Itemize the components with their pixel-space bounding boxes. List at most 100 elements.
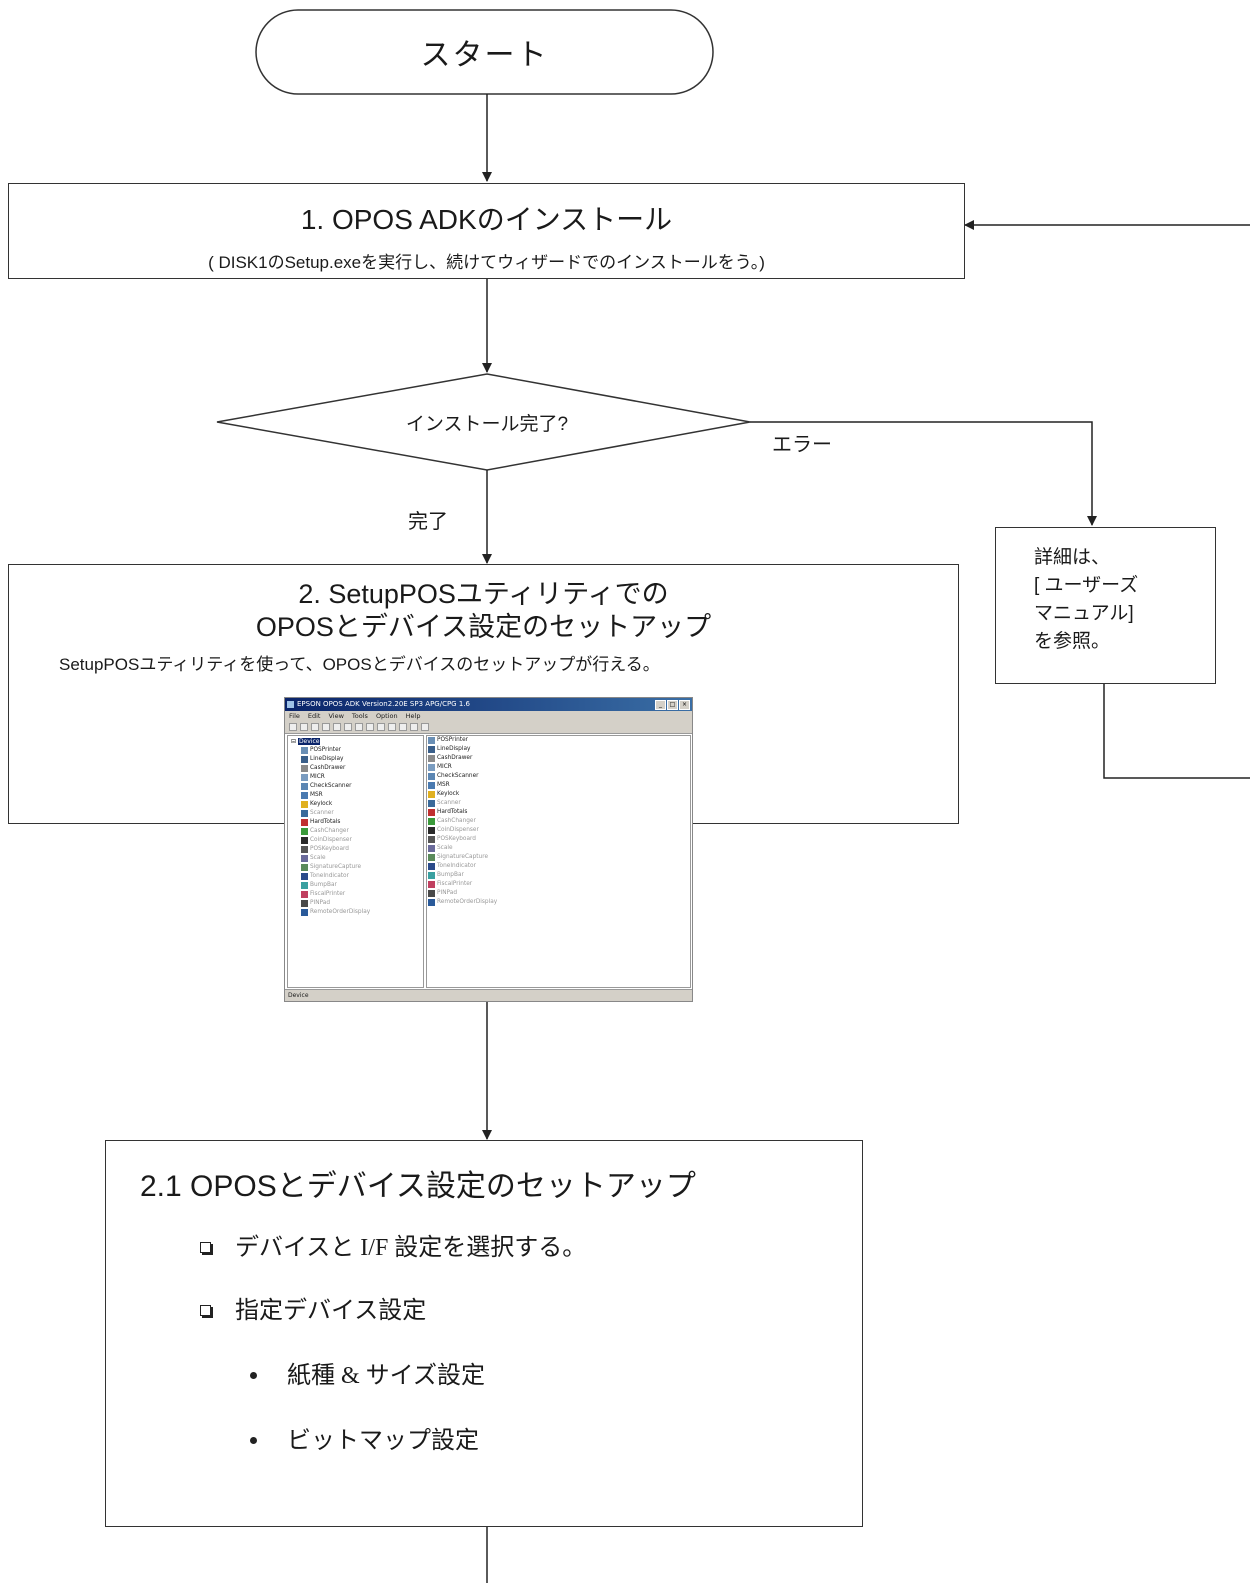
toolbar-icon bbox=[311, 723, 319, 731]
screenshot-menubar: File Edit View Tools Option Help bbox=[285, 711, 692, 721]
device-icon bbox=[301, 810, 308, 817]
start-terminal-shape bbox=[255, 9, 714, 95]
device-label: Scanner bbox=[310, 810, 334, 816]
device-icon bbox=[428, 746, 435, 753]
list-device-item: Keylock bbox=[427, 790, 690, 799]
device-icon bbox=[301, 900, 308, 907]
list-device-item: Scale bbox=[427, 844, 690, 853]
device-label: Keylock bbox=[310, 801, 333, 807]
error-info-box: 詳細は、 [ ユーザーズ マニュアル] を参照。 bbox=[995, 527, 1216, 684]
device-label: ToneIndicator bbox=[437, 863, 476, 869]
device-icon bbox=[428, 791, 435, 798]
device-icon bbox=[301, 819, 308, 826]
step2-title-line1: 2. SetupPOSユティリティでの bbox=[298, 579, 669, 609]
device-icon bbox=[301, 909, 308, 916]
device-icon bbox=[301, 828, 308, 835]
maximize-icon: □ bbox=[667, 700, 678, 710]
device-label: POSPrinter bbox=[437, 737, 469, 743]
device-icon bbox=[428, 809, 435, 816]
list-device-item: HardTotals bbox=[427, 808, 690, 817]
device-icon bbox=[428, 836, 435, 843]
toolbar-icon bbox=[289, 723, 297, 731]
device-label: CashChanger bbox=[310, 828, 349, 834]
device-icon bbox=[428, 755, 435, 762]
error-info-line: [ ユーザーズ bbox=[1034, 575, 1139, 596]
device-icon bbox=[301, 774, 308, 781]
tree-device-item: CoinDispenser bbox=[288, 836, 423, 845]
device-icon bbox=[428, 800, 435, 807]
device-label: CheckScanner bbox=[310, 783, 352, 789]
list-device-item: CashDrawer bbox=[427, 754, 690, 763]
list-device-item: RemoteOrderDisplay bbox=[427, 898, 690, 907]
error-info-line: マニュアル] bbox=[1034, 603, 1134, 624]
step21-bullet-item: 紙種 & サイズ設定 bbox=[106, 1325, 862, 1390]
list-device-item: MICR bbox=[427, 763, 690, 772]
tree-device-item: POSPrinter bbox=[288, 746, 423, 755]
tree-device-item: ToneIndicator bbox=[288, 872, 423, 881]
tree-device-item: CashChanger bbox=[288, 827, 423, 836]
device-label: CashDrawer bbox=[310, 765, 346, 771]
menu-item: View bbox=[328, 712, 344, 720]
device-icon bbox=[428, 737, 435, 744]
arrow-decision-to-error-box bbox=[750, 421, 1097, 526]
list-device-item: CashChanger bbox=[427, 817, 690, 826]
step21-checklist-item: デバイスと I/F 設定を選択する。 bbox=[106, 1205, 862, 1262]
menu-item: Help bbox=[405, 712, 421, 720]
tree-device-item: CashDrawer bbox=[288, 764, 423, 773]
decision-error-label: エラー bbox=[772, 434, 832, 456]
checkbox-icon bbox=[200, 1304, 211, 1316]
list-device-item: CoinDispenser bbox=[427, 826, 690, 835]
device-label: Scale bbox=[437, 845, 453, 851]
step1-install-box: 1. OPOS ADKのインストール ( DISK1のSetup.exeを実行し… bbox=[8, 183, 965, 279]
device-icon bbox=[428, 899, 435, 906]
setuppos-screenshot: EPSON OPOS ADK Version2.20E SP3 APG/CPG … bbox=[284, 697, 693, 1002]
toolbar-icon bbox=[333, 723, 341, 731]
list-device-item: POSPrinter bbox=[427, 736, 690, 745]
tree-device-item: FiscalPrinter bbox=[288, 890, 423, 899]
toolbar-icon bbox=[322, 723, 330, 731]
screenshot-window-title: EPSON OPOS ADK Version2.20E SP3 APG/CPG … bbox=[297, 700, 470, 708]
tree-device-item: Scanner bbox=[288, 809, 423, 818]
check2-label: 指定デバイス設定 bbox=[235, 1298, 427, 1324]
menu-item: Edit bbox=[307, 712, 321, 720]
decision-question: インストール完了? bbox=[405, 414, 569, 435]
minimize-icon: _ bbox=[655, 700, 666, 710]
device-label: ToneIndicator bbox=[310, 873, 349, 879]
device-label: SignatureCapture bbox=[310, 864, 362, 870]
device-icon bbox=[301, 765, 308, 772]
toolbar-icon bbox=[344, 723, 352, 731]
device-icon bbox=[428, 881, 435, 888]
close-icon: × bbox=[679, 700, 690, 710]
device-label: FiscalPrinter bbox=[437, 881, 473, 887]
device-icon bbox=[428, 782, 435, 789]
tree-device-item: SignatureCapture bbox=[288, 863, 423, 872]
device-label: Scanner bbox=[437, 800, 461, 806]
tree-device-item: BumpBar bbox=[288, 881, 423, 890]
list-device-item: CheckScanner bbox=[427, 772, 690, 781]
device-label: HardTotals bbox=[310, 819, 341, 825]
device-label: POSKeyboard bbox=[310, 846, 349, 852]
screenshot-statusbar: Device bbox=[285, 989, 692, 1001]
device-icon bbox=[301, 846, 308, 853]
device-icon bbox=[301, 792, 308, 799]
device-label: MSR bbox=[310, 792, 323, 798]
device-label: CoinDispenser bbox=[437, 827, 479, 833]
device-icon bbox=[301, 873, 308, 880]
device-icon bbox=[301, 783, 308, 790]
step21-setup-box: 2.1 OPOSとデバイス設定のセットアップ デバイスと I/F 設定を選択する… bbox=[105, 1140, 863, 1527]
tree-device-item: POSKeyboard bbox=[288, 845, 423, 854]
toolbar-icon bbox=[399, 723, 407, 731]
step21-title: 2.1 OPOSとデバイス設定のセットアップ bbox=[140, 1170, 696, 1203]
tree-device-item: CheckScanner bbox=[288, 782, 423, 791]
toolbar-icon bbox=[377, 723, 385, 731]
tree-device-item: Scale bbox=[288, 854, 423, 863]
tree-device-item: Keylock bbox=[288, 800, 423, 809]
device-icon bbox=[428, 845, 435, 852]
device-icon bbox=[428, 818, 435, 825]
screenshot-titlebar: EPSON OPOS ADK Version2.20E SP3 APG/CPG … bbox=[285, 698, 692, 711]
device-label: CashDrawer bbox=[437, 755, 473, 761]
device-label: CoinDispenser bbox=[310, 837, 352, 843]
arrow-error-loop-back bbox=[1103, 683, 1250, 779]
bullet2-label: ビットマップ設定 bbox=[287, 1428, 479, 1454]
